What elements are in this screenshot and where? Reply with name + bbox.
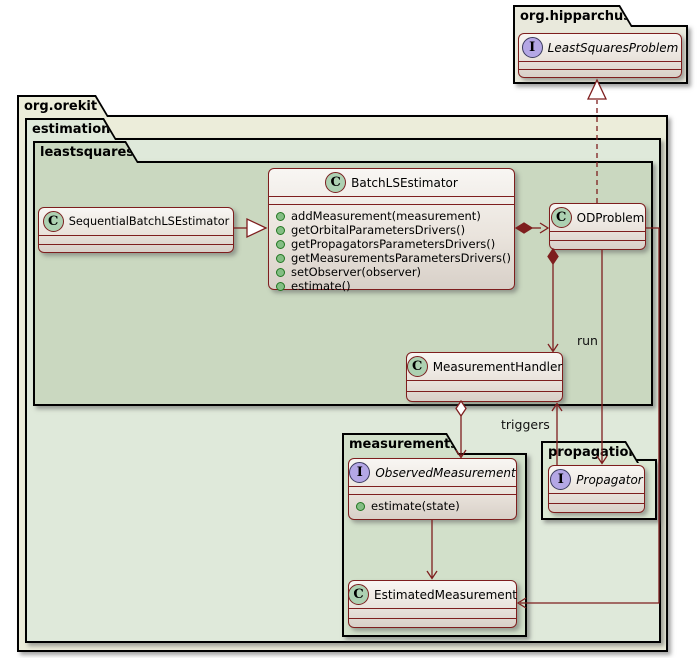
methods-compartment: addMeasurement(measurement) getOrbitalPa… [269,204,514,297]
method-item: estimate() [276,279,509,293]
package-label: propagation [543,443,637,463]
class-title: C EstimatedMeasurement [348,581,518,608]
fields-compartment [549,493,644,503]
package-tab-propagation: propagation [541,441,639,463]
fields-compartment [550,231,645,240]
edge-label-run: run [577,333,598,348]
class-observedmeasurement: I ObservedMeasurement estimate(state) [348,458,517,520]
methods-compartment: estimate(state) [349,494,516,519]
fields-compartment [407,380,562,391]
class-icon: C [42,211,64,232]
class-title: I LeastSquaresProblem [519,34,681,61]
package-tab-org-orekit: org.orekit [17,95,109,117]
fields-compartment [519,61,681,69]
class-name: EstimatedMeasurement [374,587,518,602]
method-item: setObserver(observer) [276,265,509,279]
edge-label-triggers: triggers [501,417,550,432]
fields-compartment [39,235,233,244]
class-title: C MeasurementHandler [406,353,563,380]
method-label: estimate() [291,279,351,293]
public-method-icon [356,501,365,511]
package-label: leastsquares [35,143,137,163]
methods-compartment [549,502,644,513]
class-propagator: I Propagator [548,465,645,513]
class-icon: C [348,584,369,605]
class-title: I ObservedMeasurement [349,459,516,486]
public-method-icon [276,211,285,221]
method-label: getOrbitalParametersDrivers() [291,223,466,237]
class-leastsquaresproblem: I LeastSquaresProblem [518,33,682,78]
package-tab-measurements: measurements [342,433,460,455]
public-method-icon [276,253,285,263]
class-batchlsestimator: C BatchLSEstimator addMeasurement(measur… [268,168,515,293]
fields-compartment [349,486,516,494]
class-title: C ODProblem [550,204,645,231]
fields-compartment [269,196,514,204]
public-method-icon [276,281,285,291]
method-label: estimate(state) [371,499,460,513]
class-name: BatchLSEstimator [351,175,458,190]
methods-compartment [349,617,516,628]
class-estimatedmeasurement: C EstimatedMeasurement [348,580,517,628]
method-label: getMeasurementsParametersDrivers() [291,251,511,265]
package-label: org.hipparchus [515,7,631,27]
methods-compartment [407,390,562,402]
class-measurementhandler: C MeasurementHandler [406,352,563,402]
method-item: getOrbitalParametersDrivers() [276,223,509,237]
package-label: estimation [27,120,115,140]
methods-compartment [550,240,645,249]
class-sequentialbatchlsestimator: C SequentialBatchLSEstimator [38,207,234,253]
interface-icon: I [521,37,543,58]
class-name: SequentialBatchLSEstimator [68,215,230,228]
method-item: addMeasurement(measurement) [276,209,509,223]
class-odproblem: C ODProblem [549,203,646,250]
methods-compartment [519,69,681,77]
method-label: getPropagatorsParametersDrivers() [291,237,496,251]
class-name: MeasurementHandler [432,359,563,374]
package-tab-leastsquares: leastsquares [33,141,139,163]
class-name: LeastSquaresProblem [547,40,679,55]
package-label: org.orekit [19,97,107,117]
class-name: Propagator [576,472,643,487]
method-label: setObserver(observer) [291,265,422,279]
class-icon: C [406,356,428,377]
public-method-icon [276,225,285,235]
fields-compartment [349,608,516,618]
package-tab-estimation: estimation [25,118,117,140]
package-label: measurements [344,435,458,455]
class-title: C SequentialBatchLSEstimator [39,208,233,235]
class-title: C BatchLSEstimator [269,169,514,196]
public-method-icon [276,239,285,249]
class-icon: C [325,172,347,193]
interface-icon: I [349,462,371,483]
method-label: addMeasurement(measurement) [291,209,481,223]
class-name: ObservedMeasurement [375,465,516,480]
methods-compartment [39,243,233,253]
class-name: ODProblem [576,210,645,225]
method-item: estimate(state) [356,499,511,513]
method-item: getMeasurementsParametersDrivers() [276,251,511,265]
public-method-icon [276,267,285,277]
package-tab-org-hipparchus: org.hipparchus [513,5,633,27]
class-icon: C [550,207,572,228]
interface-icon: I [550,469,572,490]
method-item: getPropagatorsParametersDrivers() [276,237,509,251]
class-title: I Propagator [549,466,644,493]
